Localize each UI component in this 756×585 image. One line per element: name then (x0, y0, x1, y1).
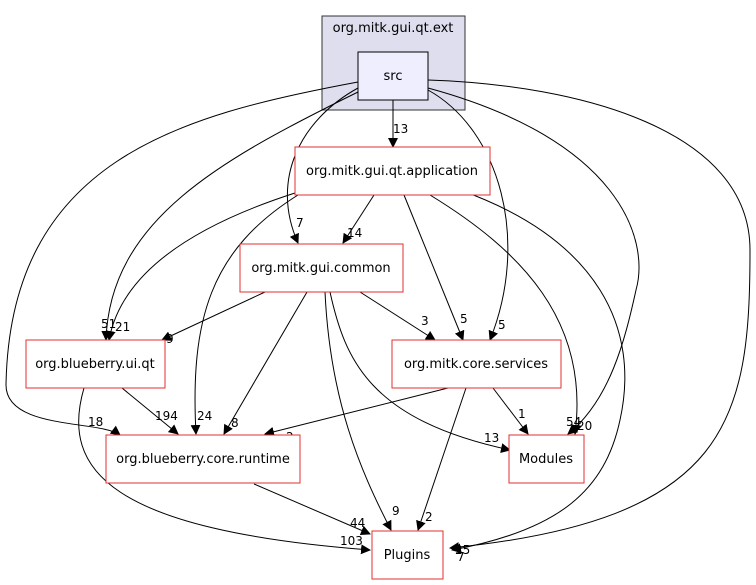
edge-label: 24 (197, 409, 212, 423)
edge-label: 1 (518, 407, 526, 421)
node-org-blueberry-core-runtime[interactable]: org.blueberry.core.runtime (105, 434, 301, 484)
edge-app-plugins (451, 189, 626, 554)
edge-label: 44 (350, 516, 365, 530)
edge-common-plugins (324, 291, 392, 531)
edge-app-common (342, 194, 375, 244)
edge-label: 5 (460, 312, 468, 326)
node-label: src (384, 69, 403, 84)
cluster-title: org.mitk.gui.qt.ext (333, 21, 454, 36)
node-label: org.blueberry.core.runtime (116, 452, 290, 467)
edge-common-modules (329, 291, 511, 453)
node-org-mitk-gui-qt-application[interactable]: org.mitk.gui.qt.application (294, 146, 491, 196)
edge-label: 194 (155, 409, 178, 423)
edge-label: 18 (88, 415, 103, 429)
node-src[interactable]: src (357, 51, 429, 101)
edge-runtime-plugins (253, 483, 371, 536)
edge-src-modules (427, 87, 640, 435)
edge-label: 13 (484, 431, 499, 445)
edges (5, 79, 751, 555)
edge-label: 54 (566, 415, 581, 429)
node-label: Modules (519, 452, 573, 467)
edge-services-runtime (264, 387, 449, 437)
node-org-blueberry-ui-qt[interactable]: org.blueberry.ui.qt (25, 339, 166, 389)
edge-label: 25 (455, 543, 470, 557)
edge-services-plugins (416, 387, 467, 531)
edge-services-modules (492, 387, 529, 435)
edge-common-uiqt (161, 291, 266, 341)
node-plugins[interactable]: Plugins (371, 530, 444, 580)
edge-src-uiqt (101, 91, 359, 341)
edge-src-plugins (427, 79, 751, 553)
edge-uiqt-runtime (121, 387, 179, 435)
edge-common-services (359, 291, 436, 341)
edge-uiqt-plugins (78, 387, 371, 555)
edge-app-services (403, 194, 465, 341)
node-label: org.blueberry.ui.qt (35, 357, 155, 372)
edge-app-runtime (190, 194, 299, 435)
node-org-mitk-core-services[interactable]: org.mitk.core.services (391, 339, 562, 389)
edge-label: 21 (115, 320, 130, 334)
edge-src-runtime (5, 81, 359, 436)
edge-labels: 13 7 51 18 5 20 25 14 21 24 5 54 7 9 3 8… (88, 122, 592, 564)
edge-src-services (427, 89, 509, 341)
edge-label: 5 (498, 318, 506, 332)
node-label: org.mitk.gui.qt.application (306, 164, 478, 179)
edge-label: 3 (421, 314, 429, 328)
edge-label: 13 (393, 122, 408, 136)
edge-label: 2 (425, 510, 433, 524)
edge-common-runtime (223, 291, 308, 435)
node-label: org.mitk.gui.common (251, 261, 390, 276)
edge-label: 8 (231, 416, 239, 430)
edge-label: 14 (347, 226, 362, 240)
edge-label: 7 (296, 216, 304, 230)
edge-label: 9 (392, 504, 400, 518)
edge-app-uiqt (105, 192, 296, 341)
edge-label: 20 (577, 419, 592, 433)
node-label: org.mitk.core.services (404, 357, 548, 372)
node-modules[interactable]: Modules (508, 434, 585, 484)
edge-app-modules (429, 194, 582, 435)
edge-label: 51 (101, 317, 116, 331)
edge-label: 103 (340, 534, 363, 548)
edge-label: 7 (457, 550, 465, 564)
node-org-mitk-gui-common[interactable]: org.mitk.gui.common (239, 243, 404, 293)
edge-label: 9 (166, 332, 174, 346)
node-label: Plugins (384, 548, 431, 563)
